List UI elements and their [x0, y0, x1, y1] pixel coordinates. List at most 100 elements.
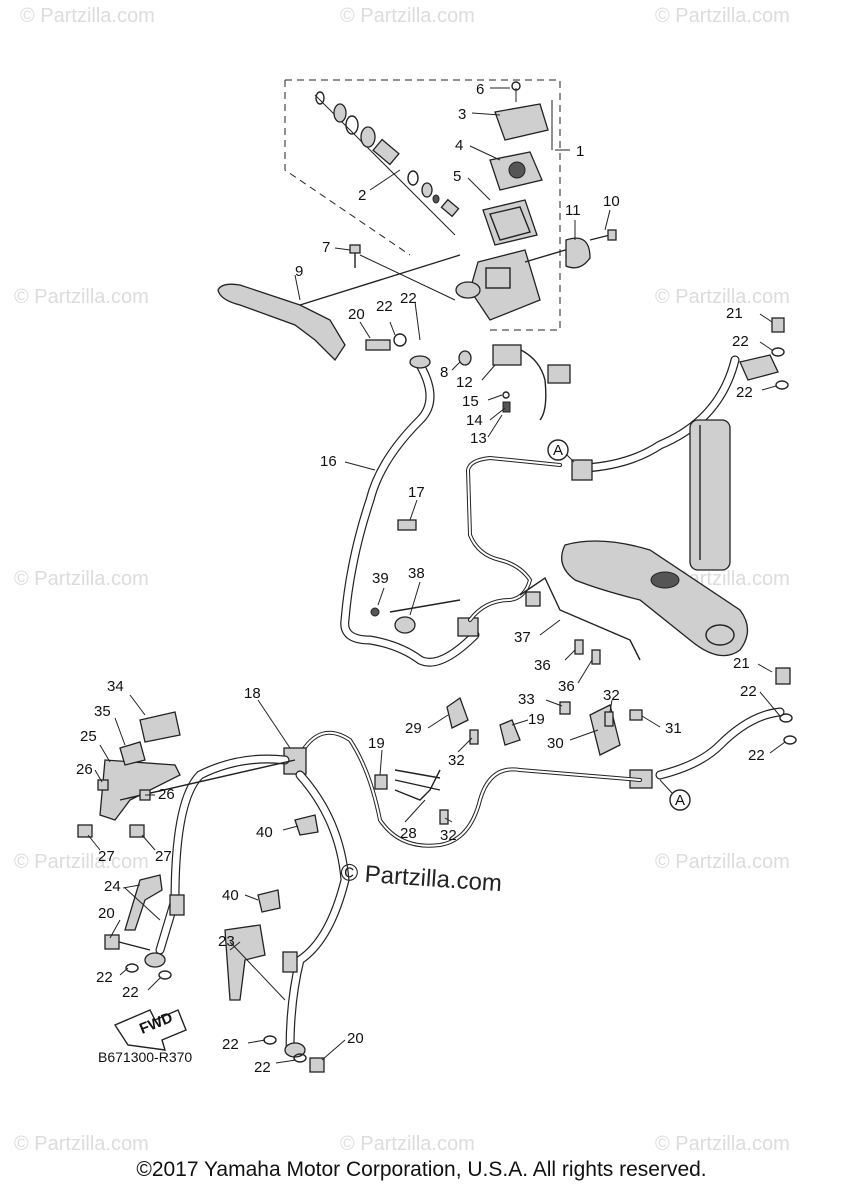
label-18: 18	[244, 685, 261, 702]
label-14: 14	[466, 412, 483, 429]
label-31: 31	[665, 720, 682, 737]
label-20c: 20	[347, 1030, 364, 1047]
label-24: 24	[104, 878, 121, 895]
label-22g: 22	[96, 969, 113, 986]
label-26a: 26	[76, 761, 93, 778]
label-22i: 22	[222, 1036, 239, 1053]
fwd-arrow: FWD	[113, 1009, 187, 1051]
steering-stem	[561, 419, 749, 657]
label-2: 2	[358, 187, 366, 204]
label-22d: 22	[736, 384, 753, 401]
brake-switch	[492, 344, 571, 421]
bracket-37	[519, 576, 641, 665]
label-22h: 22	[122, 984, 139, 1001]
label-5: 5	[453, 168, 461, 185]
watermark: © Partzilla.com	[20, 5, 155, 27]
master-cylinder-kit-outline	[284, 79, 561, 331]
brake-pipe-upper	[465, 455, 562, 622]
three-way-joint	[155, 747, 350, 1055]
center-watermark: © Partzilla.com	[340, 859, 503, 897]
label-22b: 22	[400, 290, 417, 307]
copyright-notice: ©2017 Yamaha Motor Corporation, U.S.A. A…	[136, 1158, 707, 1181]
master-cylinder-body	[455, 237, 591, 321]
label-36a: 36	[534, 657, 551, 674]
label-28: 28	[400, 825, 417, 842]
clip-17	[397, 519, 417, 531]
svg-text:A: A	[675, 792, 685, 809]
watermark: © Partzilla.com	[14, 1133, 149, 1155]
part-labels: 1 2 3 4 5 6 7 8 9 10 11 12 13 14 15 16 1…	[76, 81, 765, 1076]
label-38: 38	[408, 565, 425, 582]
label-plates	[119, 711, 181, 766]
label-32a: 32	[448, 752, 465, 769]
label-39: 39	[372, 570, 389, 587]
svg-text:A: A	[553, 442, 563, 459]
bolt-7	[349, 244, 456, 301]
label-22f: 22	[748, 747, 765, 764]
watermark: © Partzilla.com	[14, 286, 149, 308]
label-32b: 32	[440, 827, 457, 844]
label-8: 8	[440, 364, 448, 381]
watermark: © Partzilla.com	[655, 851, 790, 873]
joint-block	[457, 617, 479, 637]
label-30: 30	[547, 735, 564, 752]
label-6: 6	[476, 81, 484, 98]
label-7: 7	[322, 239, 330, 256]
label-21b: 21	[733, 655, 750, 672]
diagram-code: B671300-R370	[98, 1049, 192, 1065]
label-32c: 32	[603, 687, 620, 704]
watermark: © Partzilla.com	[14, 568, 149, 590]
label-12: 12	[456, 374, 473, 391]
brake-lever	[217, 254, 461, 362]
watermark: © Partzilla.com	[655, 286, 790, 308]
label-15: 15	[462, 393, 479, 410]
label-21a: 21	[726, 305, 743, 322]
label-23: 23	[218, 933, 235, 950]
label-11: 11	[565, 202, 581, 219]
label-20b: 20	[98, 905, 115, 922]
label-36b: 36	[558, 678, 575, 695]
pivot-bolt	[365, 333, 472, 366]
label-19b: 19	[368, 735, 385, 752]
leader-lines	[87, 87, 786, 1064]
watermark: © Partzilla.com	[14, 851, 149, 873]
label-1: 1	[576, 143, 584, 160]
piston-kit	[314, 91, 460, 236]
label-34: 34	[107, 678, 124, 695]
label-16: 16	[320, 453, 337, 470]
brake-hose-right-lower	[629, 667, 797, 789]
label-40b: 40	[222, 887, 239, 904]
hose-bracket-23	[224, 924, 266, 1001]
label-17: 17	[408, 484, 425, 501]
watermark: © Partzilla.com	[340, 1133, 475, 1155]
reservoir-cap	[482, 81, 549, 246]
label-33: 33	[518, 691, 535, 708]
label-3: 3	[458, 106, 466, 123]
brake-pipe-lower	[298, 730, 642, 848]
label-13: 13	[470, 430, 487, 447]
joint-38	[370, 599, 461, 634]
label-27a: 27	[98, 848, 115, 865]
hose-bracket-24	[124, 874, 163, 931]
clip-40	[257, 814, 319, 913]
watermark: © Partzilla.com	[655, 1133, 790, 1155]
pipe-brackets	[374, 696, 643, 825]
label-27b: 27	[155, 848, 172, 865]
label-20a: 20	[348, 306, 365, 323]
callout-a: A A	[547, 439, 691, 811]
watermark: © Partzilla.com	[340, 5, 475, 27]
label-26b: 26	[158, 786, 175, 803]
label-22a: 22	[376, 298, 393, 315]
brake-hose-right-upper	[571, 354, 779, 481]
union-bolt-21	[771, 317, 789, 390]
watermark: © Partzilla.com	[655, 5, 790, 27]
label-22j: 22	[254, 1059, 271, 1076]
label-35: 35	[94, 703, 111, 720]
label-40a: 40	[256, 824, 273, 841]
label-25: 25	[80, 728, 97, 745]
label-22e: 22	[740, 683, 757, 700]
label-10: 10	[603, 193, 620, 210]
label-22c: 22	[732, 333, 749, 350]
